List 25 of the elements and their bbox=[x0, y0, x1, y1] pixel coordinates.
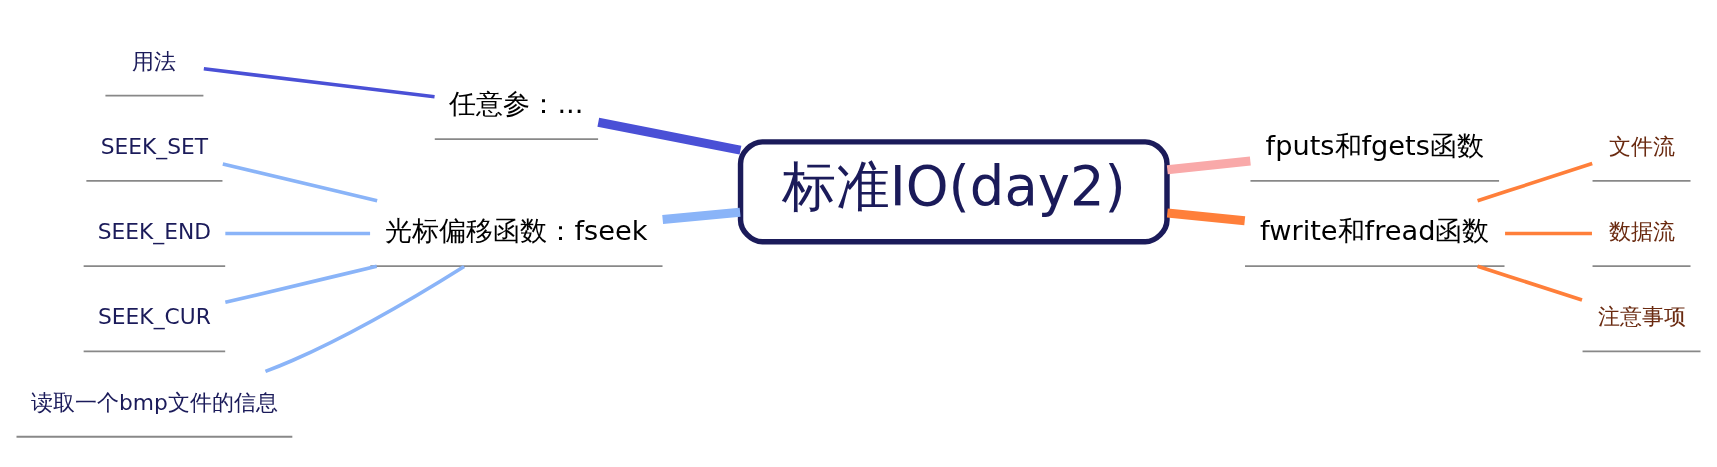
node-text: 用法 bbox=[132, 48, 177, 74]
connector bbox=[1505, 231, 1592, 236]
node-box: 标准IO(day2) bbox=[737, 139, 1170, 245]
node-text: 光标偏移函数：fseek bbox=[385, 214, 648, 246]
node-text: 文件流 bbox=[1608, 133, 1675, 159]
connector bbox=[225, 231, 371, 236]
connector bbox=[662, 207, 741, 225]
node-text: fputs和fgets函数 bbox=[1265, 129, 1484, 161]
node-text: SEEK_CUR bbox=[98, 304, 211, 330]
node-text: 任意参：... bbox=[449, 87, 584, 119]
node-text: 读取一个bmp文件的信息 bbox=[30, 389, 278, 415]
node-text: SEEK_SET bbox=[100, 133, 209, 159]
connector bbox=[1166, 208, 1246, 226]
connector bbox=[222, 162, 378, 203]
node-text: SEEK_END bbox=[97, 219, 212, 245]
node-text: fwrite和fread函数 bbox=[1260, 214, 1490, 246]
node-text: 注意事项 bbox=[1597, 304, 1686, 330]
connector bbox=[1477, 264, 1583, 302]
connector bbox=[1166, 156, 1251, 175]
connector bbox=[597, 117, 742, 155]
node-text: 数据流 bbox=[1608, 219, 1675, 245]
connector bbox=[224, 264, 378, 305]
connector bbox=[1477, 161, 1593, 203]
connector bbox=[203, 66, 435, 99]
connector bbox=[264, 264, 466, 374]
